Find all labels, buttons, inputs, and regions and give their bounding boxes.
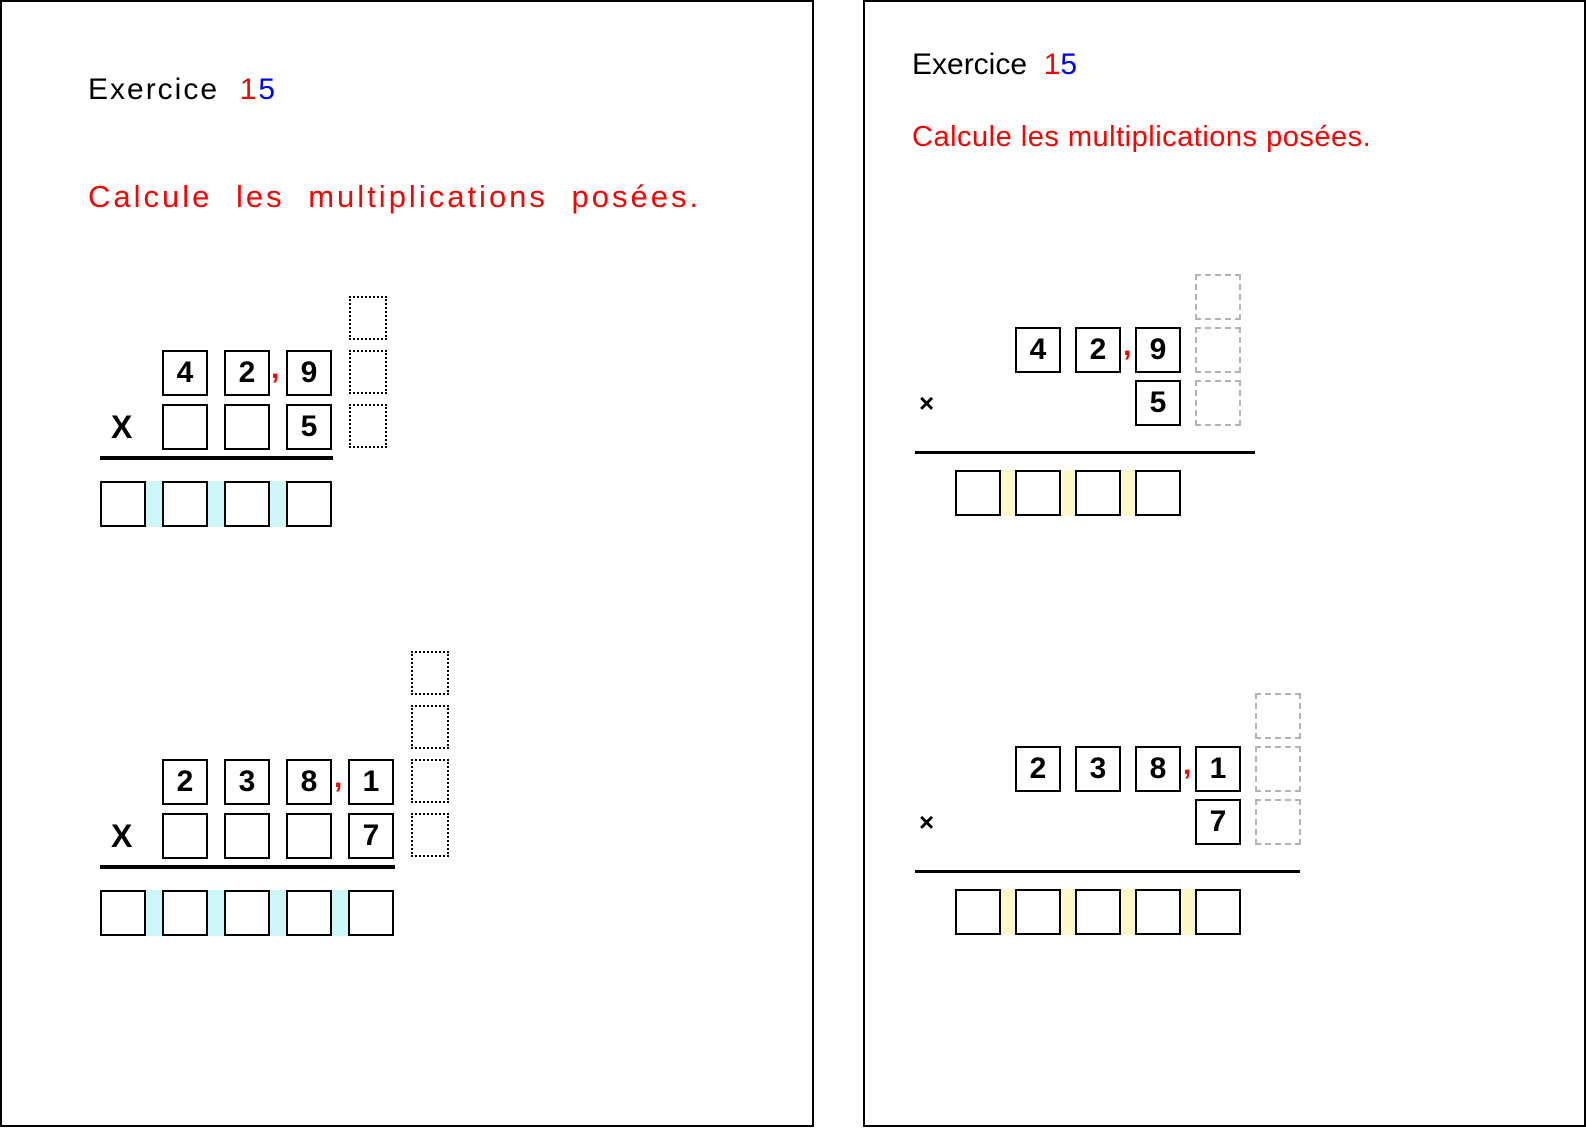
exercise-title-word: Exercice	[88, 73, 220, 106]
answer-box[interactable]	[1075, 470, 1121, 516]
result-line	[915, 870, 1300, 873]
answer-box[interactable]	[224, 890, 270, 936]
answer-box[interactable]	[1135, 889, 1181, 935]
exercise-number-units: 5	[258, 73, 278, 106]
carry-box[interactable]	[411, 651, 449, 695]
carry-box[interactable]	[349, 296, 387, 340]
answer-box[interactable]	[1015, 470, 1061, 516]
comma-slot[interactable]	[208, 481, 224, 527]
exercise-title: Exercice 15	[912, 48, 1077, 82]
answer-box[interactable]	[286, 890, 332, 936]
carry-box[interactable]	[411, 813, 449, 857]
answer-box[interactable]	[1195, 889, 1241, 935]
carry-box[interactable]	[1255, 799, 1301, 845]
result-line	[915, 451, 1255, 454]
carry-box[interactable]	[1195, 380, 1241, 426]
decimal-comma: ,	[334, 761, 343, 794]
digit-box: 8	[286, 759, 332, 805]
digit-box: 2	[1075, 327, 1121, 373]
digit-input-box[interactable]	[224, 813, 270, 859]
carry-box[interactable]	[349, 404, 387, 448]
comma-slot[interactable]	[208, 890, 224, 936]
comma-slot[interactable]	[1061, 470, 1075, 516]
answer-box[interactable]	[955, 889, 1001, 935]
answer-box[interactable]	[224, 481, 270, 527]
digit-box: 9	[286, 350, 332, 396]
instruction-text: Calcule les multiplications posées.	[88, 179, 702, 214]
answer-box[interactable]	[348, 890, 394, 936]
answer-box[interactable]	[162, 890, 208, 936]
digit-box: 1	[348, 759, 394, 805]
carry-box[interactable]	[411, 759, 449, 803]
comma-slot[interactable]	[146, 890, 162, 936]
digit-input-box[interactable]	[286, 813, 332, 859]
result-line	[100, 865, 395, 869]
digit-input-box[interactable]	[162, 404, 208, 450]
carry-box[interactable]	[1255, 693, 1301, 739]
digit-box: 2	[224, 350, 270, 396]
answer-box[interactable]	[1075, 889, 1121, 935]
answer-box[interactable]	[1135, 470, 1181, 516]
digit-box: 2	[162, 759, 208, 805]
carry-box[interactable]	[411, 705, 449, 749]
decimal-comma: ,	[1123, 329, 1132, 362]
carry-box[interactable]	[1255, 746, 1301, 792]
digit-box: 4	[1015, 327, 1061, 373]
digit-box: 5	[286, 404, 332, 450]
answer-box[interactable]	[955, 470, 1001, 516]
exercise-number-tens: 1	[1043, 48, 1061, 81]
comma-slot[interactable]	[1121, 470, 1135, 516]
comma-slot[interactable]	[1001, 889, 1015, 935]
comma-slot[interactable]	[1121, 889, 1135, 935]
multiply-sign: ×	[919, 807, 935, 837]
digit-box: 1	[1195, 746, 1241, 792]
decimal-comma: ,	[1183, 748, 1192, 781]
digit-box: 4	[162, 350, 208, 396]
digit-box: 7	[1195, 799, 1241, 845]
worksheet-page-left: Exercice 15 Calcule les multiplications …	[0, 0, 814, 1127]
answer-box[interactable]	[162, 481, 208, 527]
multiply-sign: X	[111, 818, 133, 854]
digit-box: 3	[224, 759, 270, 805]
answer-box[interactable]	[100, 481, 146, 527]
answer-box[interactable]	[100, 890, 146, 936]
digit-box: 3	[1075, 746, 1121, 792]
digit-box: 2	[1015, 746, 1061, 792]
multiply-sign: ×	[919, 388, 935, 418]
carry-box[interactable]	[1195, 327, 1241, 373]
comma-slot[interactable]	[1001, 470, 1015, 516]
result-line	[100, 456, 333, 460]
digit-input-box[interactable]	[224, 404, 270, 450]
worksheet-page-right: Exercice 15 Calcule les multiplications …	[863, 0, 1586, 1127]
digit-box: 8	[1135, 746, 1181, 792]
comma-slot[interactable]	[1181, 889, 1195, 935]
answer-box[interactable]	[286, 481, 332, 527]
carry-box[interactable]	[1195, 274, 1241, 320]
digit-input-box[interactable]	[162, 813, 208, 859]
digit-box: 9	[1135, 327, 1181, 373]
exercise-title-word: Exercice	[912, 48, 1028, 81]
exercise-number-tens: 1	[239, 73, 259, 106]
comma-slot[interactable]	[270, 890, 286, 936]
exercise-title: Exercice 15	[88, 73, 277, 107]
carry-box[interactable]	[349, 350, 387, 394]
instruction-text: Calcule les multiplications posées.	[912, 121, 1372, 153]
answer-box[interactable]	[1015, 889, 1061, 935]
comma-slot[interactable]	[146, 481, 162, 527]
comma-slot[interactable]	[332, 890, 348, 936]
digit-box: 5	[1135, 380, 1181, 426]
multiply-sign: X	[111, 409, 133, 445]
decimal-comma: ,	[271, 352, 280, 385]
digit-box: 7	[348, 813, 394, 859]
comma-slot[interactable]	[270, 481, 286, 527]
exercise-number-units: 5	[1060, 48, 1078, 81]
comma-slot[interactable]	[1061, 889, 1075, 935]
